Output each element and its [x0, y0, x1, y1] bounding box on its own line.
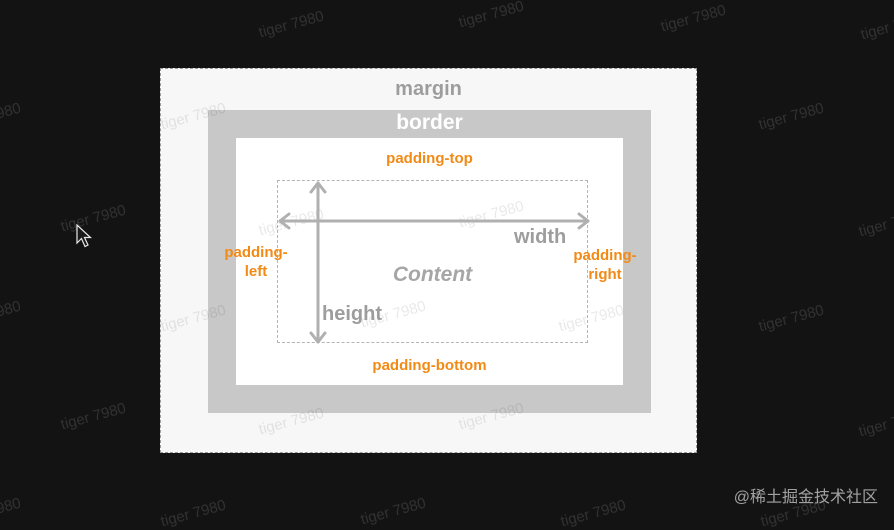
mouse-pointer-icon [76, 224, 93, 248]
content-label: Content [392, 263, 473, 286]
footer-credit: @稀土掘金技术社区 [733, 489, 878, 506]
height-label: height [322, 303, 382, 325]
margin-label: margin [395, 78, 462, 100]
width-label: width [514, 226, 567, 248]
padding-area [236, 138, 623, 385]
height-arrow-icon [309, 181, 327, 344]
padding-right-label-line2: right [588, 266, 622, 283]
padding-bottom-label: padding-bottom [372, 357, 487, 374]
padding-right-label-line1: padding- [573, 247, 637, 264]
width-arrow-icon [278, 212, 590, 230]
padding-left-label: padding- left [214, 243, 298, 281]
padding-top-label: padding-top [386, 150, 473, 167]
content-area [277, 180, 588, 343]
padding-left-label-line2: left [244, 263, 268, 280]
padding-right-label: padding- right [563, 246, 647, 284]
padding-left-label-line1: padding- [224, 244, 288, 261]
border-label: border [396, 111, 463, 134]
